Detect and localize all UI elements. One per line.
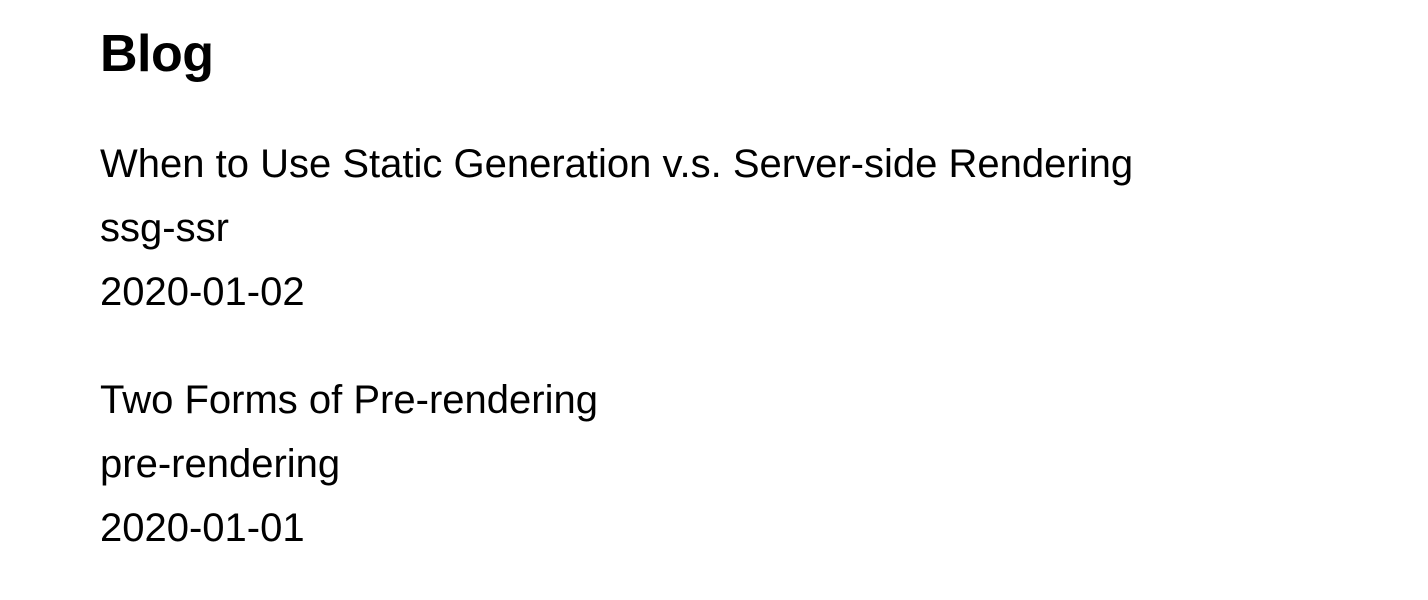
post-id: pre-rendering xyxy=(100,442,341,486)
list-item-post-pre-rendering: Two Forms of Pre-rendering pre-rendering… xyxy=(100,368,1133,560)
post-date: 2020-01-01 xyxy=(100,506,305,550)
list-item-post-ssg-ssr: When to Use Static Generation v.s. Serve… xyxy=(100,132,1133,324)
page-title: Blog xyxy=(100,25,214,83)
post-title[interactable]: Two Forms of Pre-rendering xyxy=(100,378,598,422)
post-date: 2020-01-02 xyxy=(100,270,305,314)
post-id: ssg-ssr xyxy=(100,206,229,250)
post-title[interactable]: When to Use Static Generation v.s. Serve… xyxy=(100,142,1134,186)
post-list: When to Use Static Generation v.s. Serve… xyxy=(100,132,1133,600)
